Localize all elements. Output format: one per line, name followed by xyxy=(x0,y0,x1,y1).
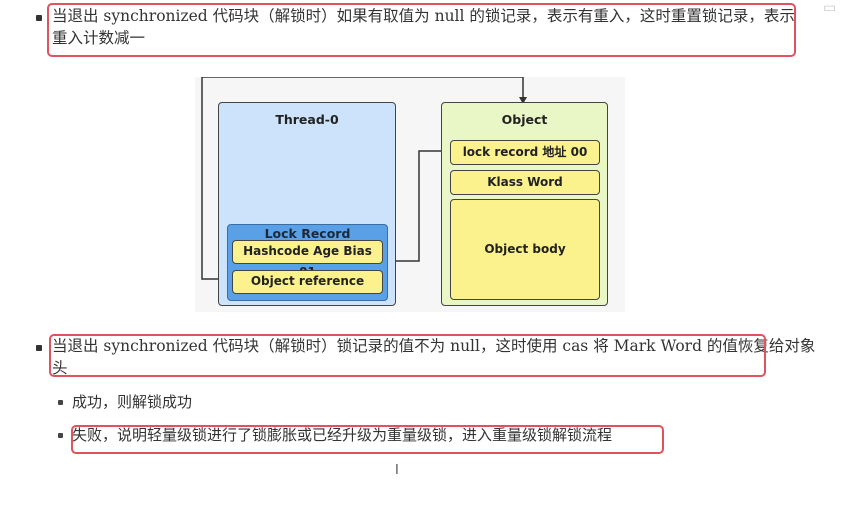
lock-record-field: Hashcode Age Bias 01 xyxy=(232,240,383,279)
paragraph-line: 头 xyxy=(52,359,68,377)
thread-title: Thread-0 xyxy=(275,112,339,127)
bullet-marker xyxy=(36,15,42,21)
object-title: Object xyxy=(501,112,548,127)
paragraph-restore-mark-word: 当退出 synchronized 代码块（解锁时）锁记录的值不为 null，这时… xyxy=(52,335,816,379)
sub-bullet-failure: 失败，说明轻量级锁进行了锁膨胀或已经升级为重量级锁，进入重量级锁解锁流程 xyxy=(72,426,613,444)
text-cursor-icon: I xyxy=(395,463,399,478)
sidebar-toggle-icon[interactable]: ▭ xyxy=(823,0,837,16)
lock-diagram: Thread-0 Lock Record Hashcode Age Bias 0… xyxy=(195,77,625,312)
paragraph-line: 当退出 synchronized 代码块（解锁时）如果有取值为 null 的锁记… xyxy=(52,7,795,25)
highlight-box xyxy=(71,425,664,454)
lock-record-field: Object reference xyxy=(232,270,383,294)
object-box: Object lock record 地址 00 Klass Word Obje… xyxy=(441,102,608,306)
sub-bullet-marker xyxy=(58,400,63,405)
paragraph-line: 重入计数减一 xyxy=(52,29,146,47)
connector-lock-record-address xyxy=(395,150,449,262)
highlight-box xyxy=(47,3,796,57)
object-field: lock record 地址 00 xyxy=(450,140,600,165)
lock-record-title: Lock Record xyxy=(264,226,351,241)
paragraph-line: 当退出 synchronized 代码块（解锁时）锁记录的值不为 null，这时… xyxy=(52,337,816,355)
highlight-box xyxy=(49,334,766,377)
paragraph-reset-lock-record: 当退出 synchronized 代码块（解锁时）如果有取值为 null 的锁记… xyxy=(52,5,795,49)
object-field: Object body xyxy=(450,199,600,300)
sub-bullet-success: 成功，则解锁成功 xyxy=(72,393,193,411)
lock-record-box: Lock Record Hashcode Age Bias 01 Object … xyxy=(227,224,388,301)
thread-box: Thread-0 Lock Record Hashcode Age Bias 0… xyxy=(218,102,396,306)
sub-bullet-marker xyxy=(58,433,63,438)
arrow-head xyxy=(519,97,527,104)
connector-object-reference xyxy=(201,77,524,280)
bullet-marker xyxy=(36,345,42,351)
object-field: Klass Word xyxy=(450,170,600,195)
